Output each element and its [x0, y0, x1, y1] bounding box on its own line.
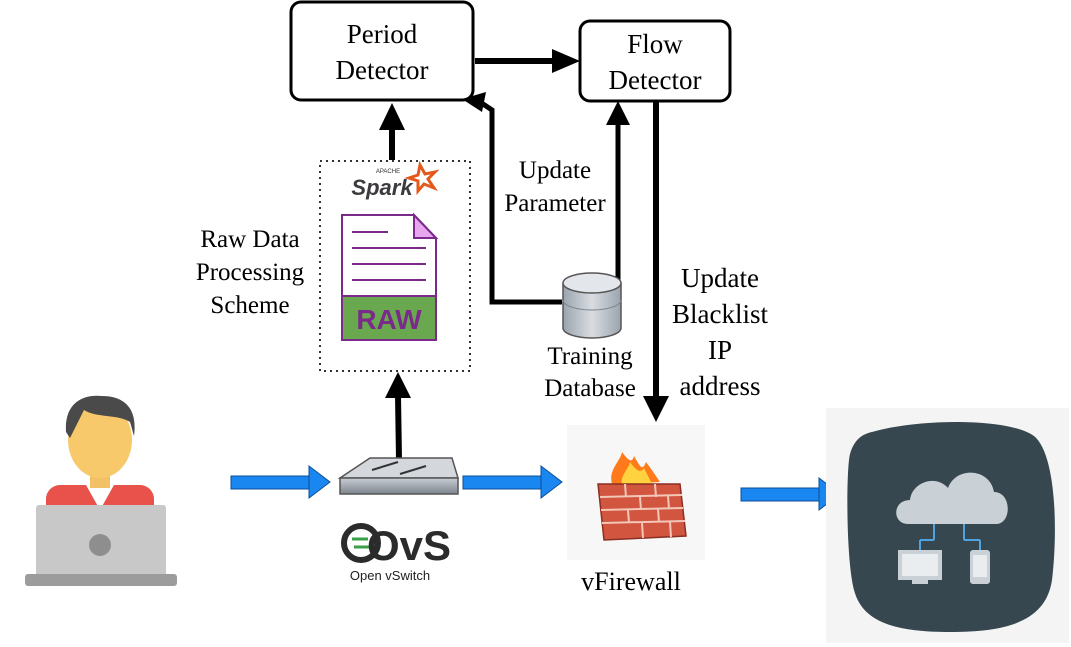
update-blacklist-line4: address [680, 371, 761, 401]
arrow-user-to-switch [230, 464, 331, 500]
arrow-spark-to-period [379, 103, 405, 160]
arrow-firewall-to-cloud [740, 476, 841, 512]
user-laptop-icon [25, 395, 177, 586]
raw-file-icon: RAW [341, 212, 439, 341]
spark-logo-top: APACHE [376, 169, 400, 175]
flow-detector-line2: Detector [609, 65, 702, 95]
raw-processing-line3: Scheme [210, 292, 289, 319]
period-detector-box: Period Detector [289, 0, 475, 102]
raw-processing-box: APACHE Spark RAW [319, 160, 471, 372]
update-blacklist-line3: IP [708, 335, 732, 365]
update-blacklist-label: Update Blacklist IP address [672, 263, 768, 401]
switch-icon [337, 457, 460, 495]
arrow-switch-to-spark [385, 372, 411, 461]
raw-file-label: RAW [356, 304, 422, 335]
ovs-logo-text: OvS [367, 522, 451, 569]
firewall-icon [567, 425, 705, 560]
training-database-line1: Training [547, 343, 633, 370]
update-parameter-line2: Parameter [504, 190, 606, 217]
training-database-line2: Database [544, 375, 636, 402]
spark-logo-text: Spark [351, 175, 414, 200]
cloud-network-icon [826, 408, 1069, 643]
arrow-db-to-flow [606, 101, 630, 280]
raw-processing-line2: Processing [196, 259, 305, 286]
ovs-logo-icon: OvS Open vSwitch [341, 522, 451, 583]
update-blacklist-line1: Update [681, 263, 759, 293]
flow-detector-box: Flow Detector [578, 19, 732, 103]
period-detector-line2: Detector [336, 55, 429, 85]
database-icon [562, 272, 622, 339]
period-detector-line1: Period [347, 19, 418, 49]
raw-processing-label: Raw Data Processing Scheme [196, 226, 305, 319]
update-blacklist-line2: Blacklist [672, 299, 768, 329]
training-database-label: Training Database [544, 343, 636, 402]
vfirewall-label: vFirewall [581, 567, 681, 596]
update-parameter-line1: Update [519, 157, 591, 184]
arrow-switch-to-firewall [462, 464, 563, 500]
spark-logo-icon: APACHE Spark [351, 160, 440, 200]
arrow-db-to-period [462, 92, 562, 305]
raw-processing-line1: Raw Data [200, 226, 299, 253]
flow-detector-line1: Flow [627, 29, 683, 59]
ovs-label: Open vSwitch [350, 568, 430, 583]
arrow-flow-to-firewall [643, 102, 669, 422]
update-parameter-label: Update Parameter [504, 157, 606, 217]
arrow-period-to-flow [475, 49, 580, 73]
